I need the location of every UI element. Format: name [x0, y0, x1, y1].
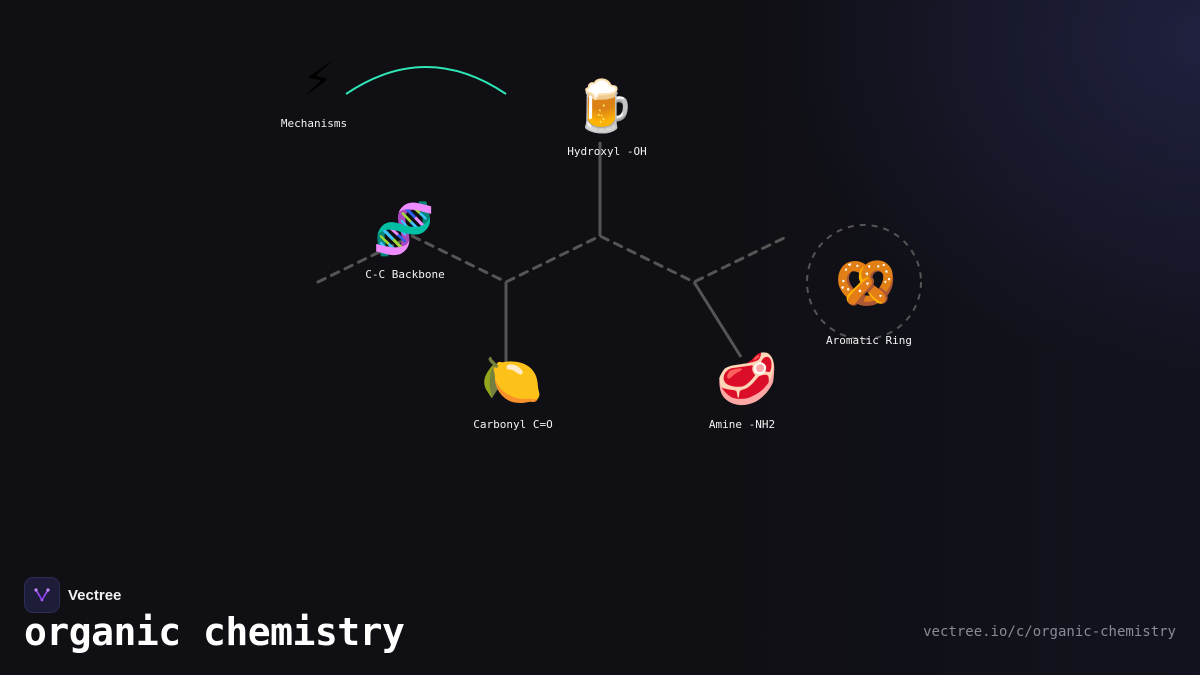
beer-mug-icon: 🍺	[572, 77, 636, 135]
aromatic-ring-circle	[806, 224, 922, 340]
carbonyl-label: Carbonyl C=O	[473, 418, 553, 431]
amine-node[interactable]: 🥩	[715, 351, 779, 407]
dna-icon: 🧬	[372, 200, 436, 258]
hydroxyl-node[interactable]: 🍺	[572, 78, 636, 134]
page-title: organic chemistry	[24, 610, 405, 654]
amine-label: Amine -NH2	[708, 418, 776, 431]
brand-name: Vectree	[68, 586, 122, 604]
lightning-icon: ⚡	[302, 49, 334, 107]
backbone-node[interactable]: 🧬	[372, 201, 436, 257]
backbone-label: C-C Backbone	[365, 268, 445, 281]
aromatic-node[interactable]: 🥨	[834, 255, 898, 311]
hydroxyl-label: Hydroxyl -OH	[567, 145, 647, 158]
brand[interactable]: Vectree	[24, 577, 121, 613]
amine-bond	[692, 281, 743, 358]
meat-icon: 🥩	[715, 350, 779, 408]
aromatic-label: Aromatic Ring	[825, 334, 913, 347]
pretzel-icon: 🥨	[834, 254, 898, 312]
mechanisms-label: Mechanisms	[280, 117, 348, 130]
vectree-logo-icon	[24, 577, 60, 613]
lemon-icon: 🍋	[480, 351, 544, 409]
mechanisms-node[interactable]: ⚡	[286, 50, 350, 106]
mechanism-arc	[345, 66, 507, 95]
carbonyl-node[interactable]: 🍋	[480, 352, 544, 408]
page-url[interactable]: vectree.io/c/organic-chemistry	[923, 624, 1176, 640]
backbone-bond	[316, 234, 786, 284]
